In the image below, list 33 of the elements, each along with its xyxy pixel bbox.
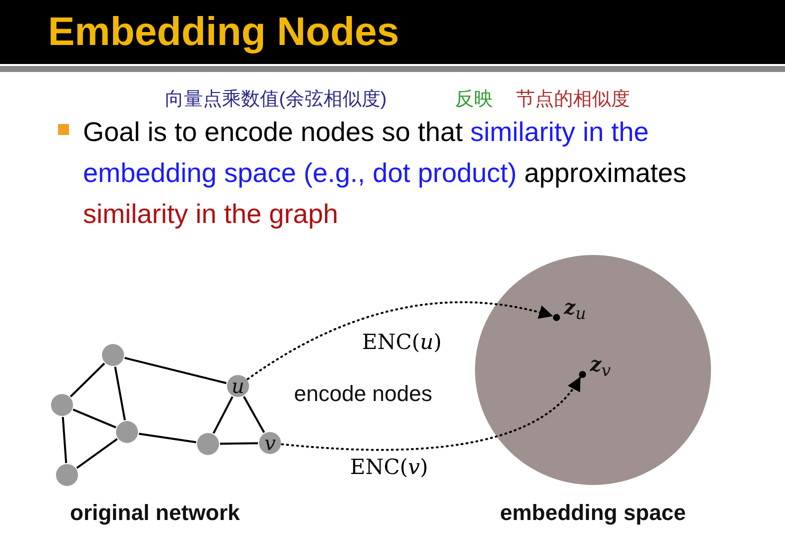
graph-node bbox=[56, 464, 78, 486]
handwritten-note: 反映 bbox=[455, 88, 493, 112]
handwritten-note: 节点的相似度 bbox=[516, 88, 630, 112]
graph-edge bbox=[114, 366, 126, 420]
graph-node bbox=[102, 344, 124, 366]
graph-edge bbox=[62, 416, 68, 464]
graph-edge bbox=[220, 442, 258, 445]
diagram-caption: original network bbox=[70, 500, 240, 526]
graph-edge bbox=[72, 408, 116, 428]
graph-edge bbox=[212, 396, 234, 434]
graph-node: u bbox=[227, 375, 249, 397]
diagram-caption: embedding space bbox=[500, 500, 686, 526]
graph-node bbox=[116, 421, 138, 443]
edge-label: ENC(v) bbox=[350, 455, 428, 479]
graph-node bbox=[197, 433, 219, 455]
graph-edge bbox=[124, 356, 227, 384]
diagram-caption: encode nodes bbox=[294, 381, 432, 407]
handwritten-note: 向量点乘数值(余弦相似度) bbox=[165, 88, 387, 112]
graph-node bbox=[51, 394, 73, 416]
graph-edge bbox=[70, 362, 106, 398]
bullet-text: Goal is to encode nodes so that similarity in the embedding space (e.g., dot product) approximates similarity in the graph bbox=[83, 116, 688, 231]
point-label: z$_{v}$ bbox=[590, 352, 611, 380]
embedding-point bbox=[552, 314, 560, 320]
graph-node: v bbox=[259, 432, 281, 454]
graph-edge bbox=[138, 432, 196, 444]
graph-edge bbox=[76, 438, 118, 469]
embedding-point bbox=[578, 370, 586, 378]
graph-edge bbox=[243, 396, 265, 434]
slide-title: Embedding Nodes bbox=[48, 10, 400, 55]
arrow bbox=[246, 301, 554, 380]
point-label: z$_{u}$ bbox=[564, 295, 586, 323]
edge-label: ENC(u) bbox=[362, 330, 442, 354]
arrow bbox=[280, 376, 581, 451]
